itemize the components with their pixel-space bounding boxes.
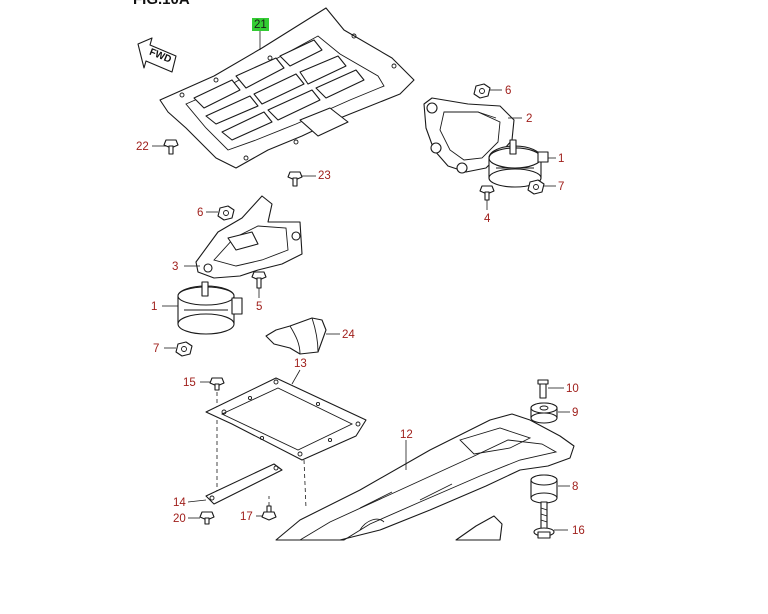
- callout-16[interactable]: 16: [572, 525, 585, 537]
- bolt-17[interactable]: [261, 505, 277, 521]
- callout-23[interactable]: 23: [318, 170, 331, 182]
- callout-8[interactable]: 8: [572, 481, 578, 493]
- nut-7-middle[interactable]: [175, 341, 193, 357]
- callout-14[interactable]: 14: [173, 497, 186, 509]
- bolt-16[interactable]: [533, 501, 555, 539]
- callout-12[interactable]: 12: [400, 429, 413, 441]
- figure-title: FIG.10A: [133, 0, 190, 8]
- front-crossmember-12[interactable]: [275, 413, 575, 541]
- bolt-22[interactable]: [163, 139, 179, 155]
- callout-7-middle[interactable]: 7: [153, 343, 159, 355]
- bolt-23[interactable]: [287, 171, 303, 187]
- fwd-arrow-icon: FWD: [137, 37, 177, 73]
- bolt-5[interactable]: [251, 271, 267, 289]
- bolt-15[interactable]: [209, 377, 225, 391]
- nut-6-upper[interactable]: [473, 83, 491, 99]
- oil-pan-plate-13[interactable]: [205, 377, 367, 461]
- strip-14[interactable]: [205, 463, 283, 505]
- callout-4[interactable]: 4: [484, 213, 491, 225]
- engine-mount-1-upper[interactable]: [488, 139, 549, 188]
- callout-24[interactable]: 24: [342, 329, 355, 341]
- callout-20[interactable]: 20: [173, 513, 186, 525]
- callout-22[interactable]: 22: [136, 141, 149, 153]
- bolt-10[interactable]: [537, 379, 549, 399]
- nut-6-middle[interactable]: [217, 205, 235, 221]
- callout-2[interactable]: 2: [526, 113, 532, 125]
- bolt-20[interactable]: [199, 511, 215, 525]
- callout-21[interactable]: 21: [254, 19, 267, 31]
- callout-9[interactable]: 9: [572, 407, 578, 419]
- callout-5[interactable]: 5: [256, 301, 262, 313]
- callout-10[interactable]: 10: [566, 383, 579, 395]
- callout-21-highlight: [252, 18, 269, 31]
- callout-15[interactable]: 15: [183, 377, 196, 389]
- callout-6-middle[interactable]: 6: [197, 207, 203, 219]
- nut-7-upper[interactable]: [527, 179, 545, 195]
- callout-13[interactable]: 13: [294, 358, 307, 370]
- callout-6-upper[interactable]: 6: [505, 85, 511, 97]
- callout-7-upper[interactable]: 7: [558, 181, 564, 193]
- callout-1-upper[interactable]: 1: [558, 153, 564, 165]
- engine-mount-bracket-3[interactable]: [195, 195, 303, 279]
- callout-17[interactable]: 17: [240, 511, 253, 523]
- bushing-8[interactable]: [530, 474, 558, 504]
- bolt-4[interactable]: [479, 185, 495, 201]
- heat-shield-24[interactable]: [265, 317, 327, 355]
- callout-3[interactable]: 3: [172, 261, 178, 273]
- callout-1-middle[interactable]: 1: [151, 301, 157, 313]
- bushing-9[interactable]: [530, 402, 558, 424]
- engine-under-cover[interactable]: [159, 7, 415, 169]
- engine-mount-1-middle[interactable]: [177, 281, 243, 335]
